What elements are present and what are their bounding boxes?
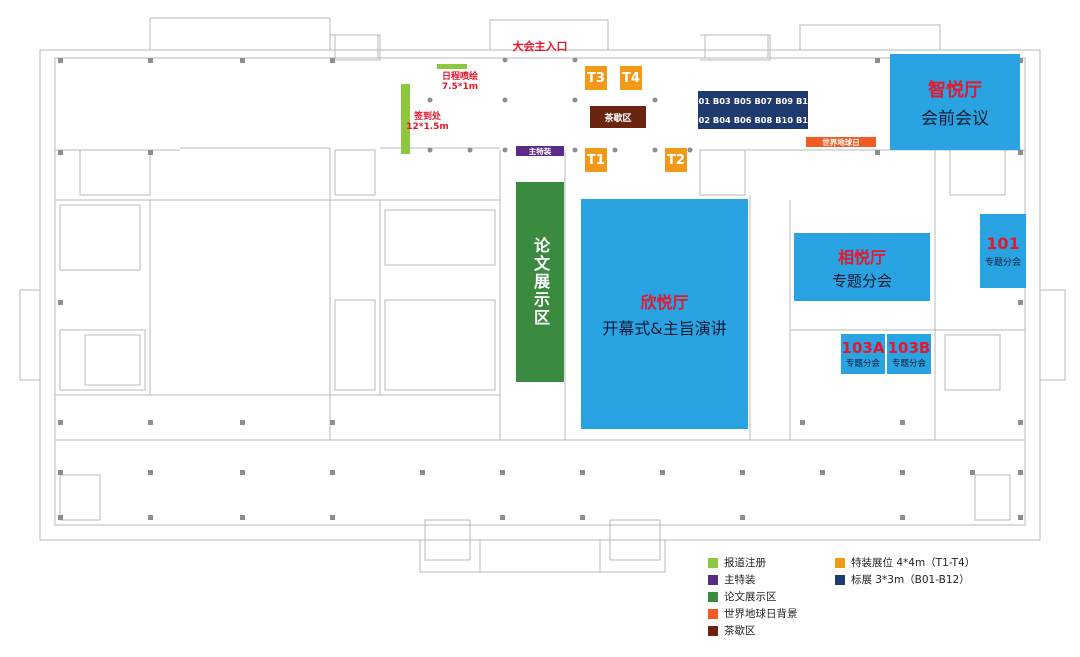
hall-103a-name: 103A (841, 339, 885, 357)
booth-t1[interactable]: T1 (585, 148, 607, 172)
legend-item: 世界地球日背景 (708, 605, 798, 622)
legend-label: 茶歇区 (724, 625, 756, 637)
paper-exhibit-area: 论文展示区 (516, 182, 564, 382)
legend-swatch (708, 625, 718, 636)
hall-103a[interactable]: 103A 专题分会 (841, 334, 885, 374)
hall-103b-purpose: 专题分会 (891, 359, 926, 369)
sign-in-label: 签到处 12*1.5m (405, 112, 450, 133)
legend-swatch (708, 574, 718, 585)
legend-swatch (708, 591, 718, 602)
main-special-booth: 主特装 (516, 146, 564, 156)
legend-column-2: 特装展位 4*4m（T1-T4） 标展 3*3m（B01-B12） (835, 554, 975, 588)
standard-booths-row-1: B01 B03 B05 B07 B09 B11 (692, 95, 814, 106)
legend-item: 报道注册 (708, 554, 798, 571)
hall-103a-purpose: 专题分会 (845, 359, 880, 369)
legend-label: 报道注册 (724, 557, 766, 569)
hall-zhiyue[interactable]: 智悦厅 会前会议 (890, 54, 1020, 150)
earth-day-backdrop: 世界地球日 (806, 137, 876, 147)
hall-xinyue[interactable]: 欣悦厅 开幕式&主旨演讲 (581, 199, 748, 429)
hall-101[interactable]: 101 专题分会 (980, 214, 1026, 288)
legend-item: 主特装 (708, 571, 798, 588)
legend-item: 茶歇区 (708, 622, 798, 639)
legend-item: 特装展位 4*4m（T1-T4） (835, 554, 975, 571)
schedule-banner (437, 64, 467, 69)
legend-swatch (708, 608, 718, 619)
legend-swatch (708, 557, 718, 568)
paper-exhibit-label: 论文展示区 (531, 237, 550, 327)
sign-in-title: 签到处 (413, 112, 441, 122)
legend-item: 标展 3*3m（B01-B12） (835, 571, 975, 588)
sign-in-size: 12*1.5m (406, 122, 449, 133)
tea-break-area: 茶歇区 (590, 106, 646, 128)
schedule-banner-title: 日程喷绘 (441, 72, 478, 82)
hall-103b-name: 103B (887, 339, 931, 357)
hall-xiangyue[interactable]: 相悦厅 专题分会 (794, 233, 930, 301)
legend-label: 特装展位 4*4m（T1-T4） (851, 557, 976, 569)
hall-zhiyue-name: 智悦厅 (928, 79, 982, 101)
booth-t3[interactable]: T3 (585, 66, 607, 90)
hall-xiangyue-name: 相悦厅 (837, 247, 886, 267)
legend-label: 标展 3*3m（B01-B12） (851, 574, 970, 586)
schedule-banner-size: 7.5*1m (441, 82, 479, 93)
legend-swatch (835, 557, 845, 568)
hall-zhiyue-purpose: 会前会议 (921, 108, 989, 129)
booth-t2[interactable]: T2 (665, 148, 687, 172)
legend-swatch (835, 574, 845, 585)
hall-xinyue-name: 欣悦厅 (640, 293, 689, 312)
hall-103b[interactable]: 103B 专题分会 (887, 334, 931, 374)
booth-t4[interactable]: T4 (620, 66, 642, 90)
main-entrance-label: 大会主入口 (512, 40, 568, 53)
standard-booths-row-2: B02 B04 B06 B08 B10 B12 (692, 114, 814, 125)
legend-label: 论文展示区 (724, 591, 777, 603)
hall-xinyue-purpose: 开幕式&主旨演讲 (602, 319, 727, 338)
sign-in-desk (401, 84, 410, 154)
schedule-banner-label: 日程喷绘 7.5*1m (435, 72, 485, 93)
legend-column-1: 报道注册 主特装 论文展示区 世界地球日背景 茶歇区 (708, 554, 798, 639)
standard-booths-block: B01 B03 B05 B07 B09 B11 B02 B04 B06 B08 … (692, 91, 814, 129)
legend-item: 论文展示区 (708, 588, 798, 605)
hall-101-purpose: 专题分会 (984, 258, 1021, 268)
hall-101-name: 101 (986, 234, 1020, 253)
hall-xiangyue-purpose: 专题分会 (831, 271, 892, 290)
legend-label: 主特装 (724, 574, 756, 586)
legend-label: 世界地球日背景 (724, 608, 798, 620)
